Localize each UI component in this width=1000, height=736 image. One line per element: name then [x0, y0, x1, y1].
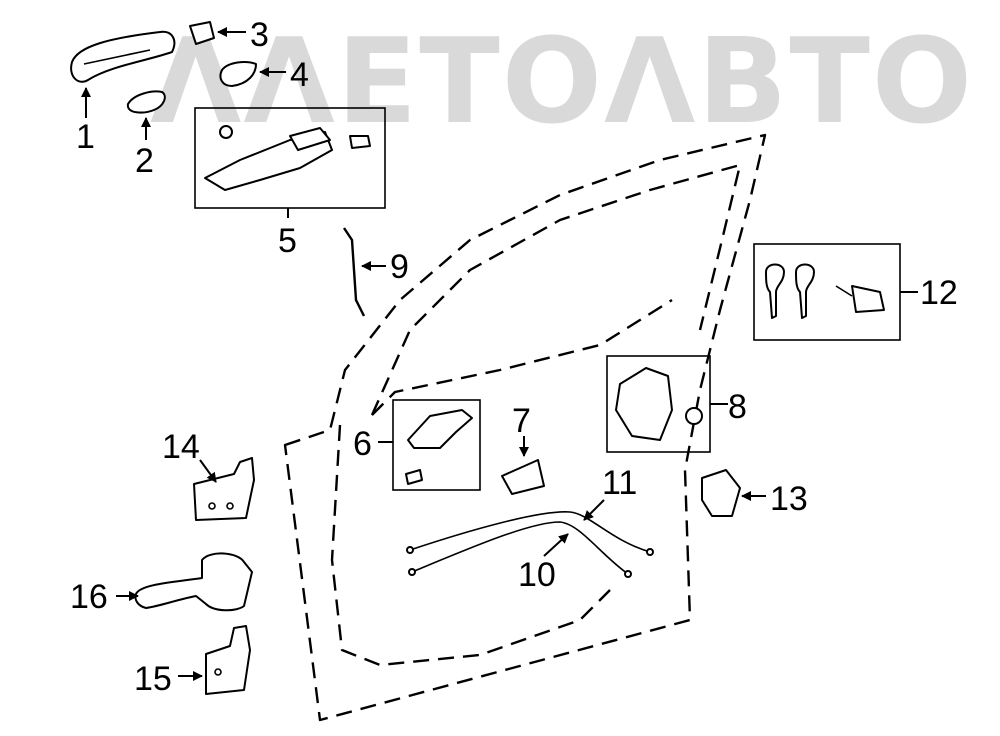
part-cap [189, 21, 246, 45]
part-handle-frame [194, 107, 386, 218]
part-handle-pad [126, 90, 166, 140]
callout-10: 10 [518, 556, 556, 594]
callout-11: 11 [602, 464, 637, 502]
callout-15: 15 [134, 660, 172, 698]
part-key-cylinder-set [753, 243, 918, 341]
callout-2: 2 [135, 142, 154, 180]
watermark-logo: ΛΛΕΤΟΛΒΤΟ [150, 12, 974, 150]
watermark-text: ΛΛΕΤΟΛΒΤΟ [150, 12, 974, 150]
callout-9: 9 [390, 248, 409, 286]
callout-1: 1 [76, 118, 95, 156]
part-door-check [116, 552, 253, 612]
callout-16: 16 [70, 578, 108, 616]
callout-7: 7 [512, 402, 531, 440]
callout-8: 8 [728, 388, 747, 426]
part-lock-rod [343, 227, 386, 317]
part-handle-bezel [501, 436, 545, 495]
callout-5: 5 [278, 222, 297, 260]
callout-3: 3 [250, 16, 269, 54]
part-inner-handle [378, 399, 481, 491]
part-striker [701, 469, 766, 517]
part-gasket [219, 61, 286, 87]
callout-12: 12 [920, 274, 958, 312]
callout-4: 4 [290, 56, 309, 94]
callout-14: 14 [162, 428, 200, 466]
part-lower-hinge [178, 625, 251, 695]
part-cables [406, 499, 654, 578]
part-upper-hinge [193, 457, 255, 521]
callout-13: 13 [770, 480, 808, 518]
callout-6: 6 [353, 425, 372, 463]
part-outer-handle [70, 30, 176, 118]
part-door-lock-assembly [606, 355, 728, 453]
door-outline [283, 133, 767, 722]
